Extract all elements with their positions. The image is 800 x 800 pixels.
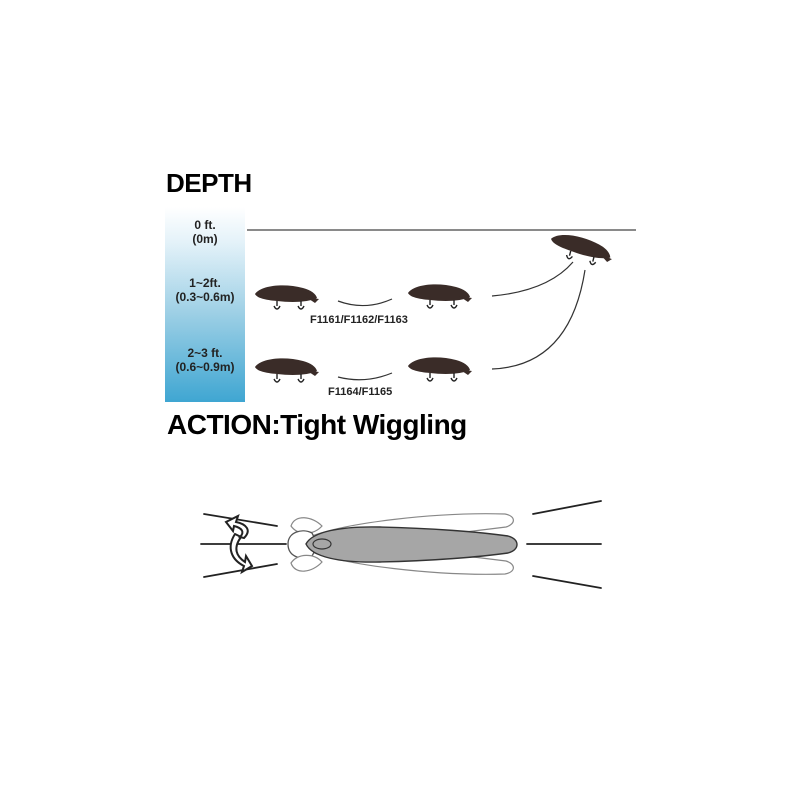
model-label-shallow: F1161/F1162/F1163 [310, 314, 408, 326]
motion-line-right-top [532, 500, 602, 515]
depth-label-surface: 0 ft. (0m) [165, 218, 245, 246]
surface-lure-icon [546, 229, 616, 270]
motion-line-right-bottom [532, 575, 602, 589]
deep-lure-1-icon [254, 357, 320, 383]
depth-label-deep-m: (0.6~0.9m) [175, 360, 235, 374]
depth-title: DEPTH [166, 168, 252, 198]
lure-body-top-view [305, 526, 518, 563]
depth-label-surface-m: (0m) [192, 232, 218, 246]
depth-label-shallow: 1~2ft. (0.3~0.6m) [165, 276, 245, 304]
depth-label-deep: 2~3 ft. (0.6~0.9m) [165, 346, 245, 374]
depth-label-shallow-ft: 1~2ft. [189, 276, 221, 290]
deep-path-segment-1 [337, 372, 393, 381]
lure-eye [312, 538, 332, 550]
shallow-lure-2-icon [407, 283, 473, 309]
deep-lure-2-icon [407, 356, 473, 382]
shallow-path-segment-1 [337, 298, 393, 307]
wiggle-arrows-icon [224, 514, 254, 575]
model-label-deep: F1164/F1165 [328, 386, 393, 398]
depth-label-deep-ft: 2~3 ft. [187, 346, 223, 360]
shallow-path-segment-2 [491, 261, 574, 297]
depth-scale-bar [165, 207, 245, 402]
shallow-lure-1-icon [254, 284, 320, 310]
lip-lower [290, 554, 323, 572]
motion-line-left-top [203, 513, 278, 527]
depth-label-surface-ft: 0 ft. [194, 218, 216, 232]
action-title: ACTION:Tight Wiggling [167, 409, 467, 440]
motion-line-left-bottom [203, 563, 278, 578]
depth-label-shallow-m: (0.3~0.6m) [175, 290, 235, 304]
deep-path-segment-2 [491, 269, 586, 370]
action-diagram [200, 500, 602, 589]
